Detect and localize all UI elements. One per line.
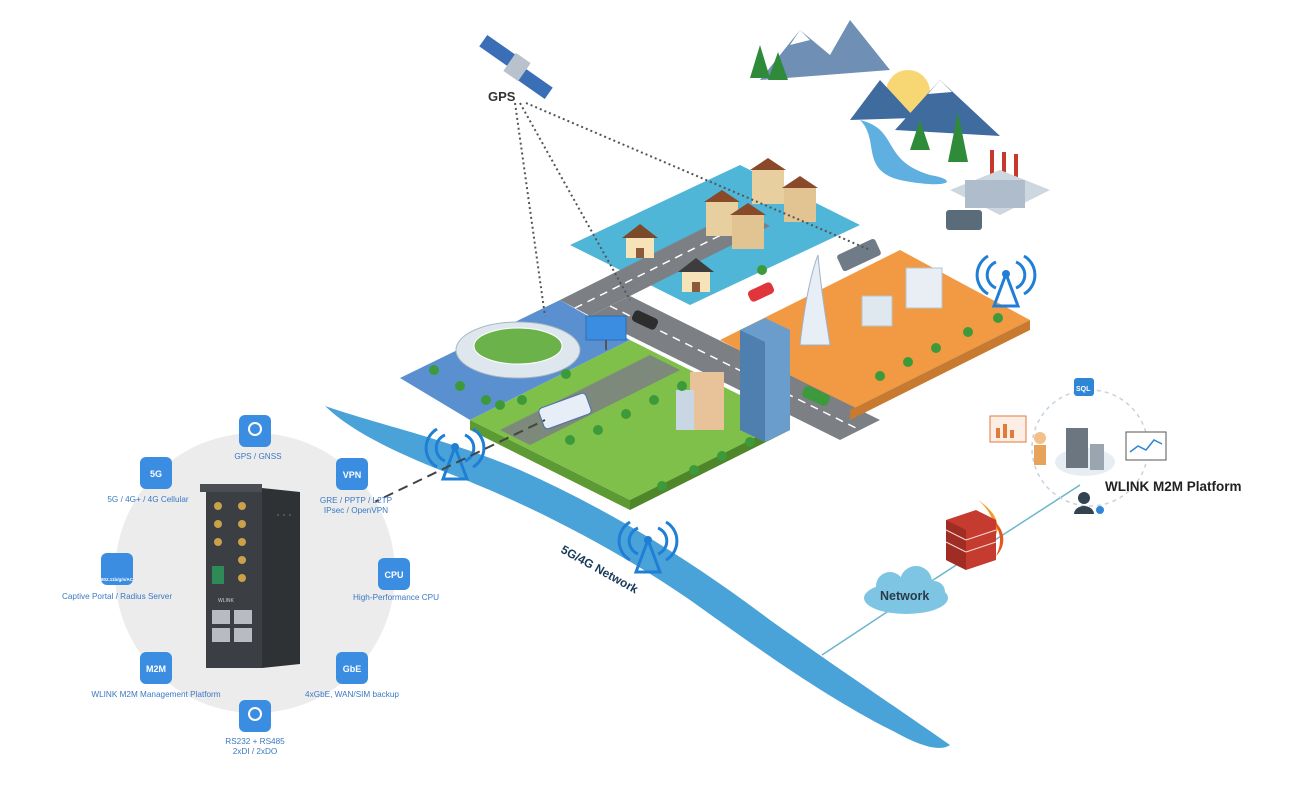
feature-badge: 5G bbox=[150, 469, 162, 479]
network-cloud: Network bbox=[864, 566, 948, 614]
cell-tower-left bbox=[424, 427, 486, 481]
router-link bbox=[311, 419, 546, 533]
gps-satellite: GPS bbox=[479, 34, 553, 104]
wifi-icon bbox=[101, 553, 133, 585]
feature-4: CPU High-Performance CPU bbox=[353, 558, 439, 602]
cell-tower-right bbox=[975, 254, 1037, 308]
stadium bbox=[455, 321, 581, 379]
feature-5: M2M WLINK M2M Management Platform bbox=[91, 652, 221, 699]
zone-business bbox=[720, 250, 1030, 410]
gps-label: GPS bbox=[488, 89, 516, 104]
feature-1: 5G 5G / 4G+ / 4G Cellular bbox=[107, 457, 189, 504]
feature-label: 5G / 4G+ / 4G Cellular bbox=[107, 495, 189, 504]
feature-glyph bbox=[248, 707, 262, 721]
feature-label: WLINK M2M Management Platform bbox=[91, 690, 220, 699]
m2m-platform: SQL WLINK M2M Platform bbox=[989, 378, 1242, 514]
feature-label: Captive Portal / Radius Server bbox=[62, 592, 172, 601]
router-device: WLINK bbox=[200, 484, 300, 668]
feature-badge: CPU bbox=[384, 570, 403, 580]
feature-label: 2xDI / 2xDO bbox=[233, 747, 278, 756]
skyscrapers bbox=[676, 254, 943, 442]
platform-label: WLINK M2M Platform bbox=[1105, 479, 1242, 494]
feature-glyph bbox=[248, 422, 262, 436]
cellular-5g-icon bbox=[140, 457, 172, 489]
trees bbox=[429, 265, 1003, 491]
feature-label: High-Performance CPU bbox=[353, 593, 439, 602]
router-brand: WLINK bbox=[218, 598, 235, 604]
vpn-key-icon bbox=[336, 458, 368, 490]
gps-links bbox=[514, 102, 871, 317]
serial-port-icon bbox=[239, 700, 271, 732]
feature-label: GPS / GNSS bbox=[234, 452, 282, 461]
network-cloud-label: Network bbox=[880, 589, 929, 603]
feature-label: IPsec / OpenVPN bbox=[324, 506, 388, 515]
feature-6: GbE 4xGbE, WAN/SIM backup bbox=[305, 652, 399, 699]
ethernet-port-icon bbox=[336, 652, 368, 684]
cloud-upload-icon bbox=[140, 652, 172, 684]
feature-3: 802.11b/g/n/AC Captive Portal / Radius Se… bbox=[62, 553, 172, 601]
feature-label: RS232 + RS485 bbox=[225, 737, 285, 746]
feature-badge: VPN bbox=[343, 470, 362, 480]
scenery bbox=[750, 20, 1050, 230]
location-pin-icon bbox=[239, 415, 271, 447]
network-band bbox=[325, 406, 950, 748]
feature-badge: M2M bbox=[146, 664, 166, 674]
cpu-icon bbox=[378, 558, 410, 590]
feature-0: GPS / GNSS bbox=[234, 415, 282, 461]
sql-label: SQL bbox=[1076, 386, 1091, 393]
feature-icons: GPS / GNSS 5G 5G / 4G+ / 4G Cellular VPN GRE… bbox=[62, 415, 439, 756]
feature-label: 4xGbE, WAN/SIM backup bbox=[305, 690, 399, 699]
feature-badge: 802.11b/g/n/AC bbox=[101, 577, 134, 582]
network-link-lower bbox=[821, 609, 891, 656]
vehicles bbox=[538, 238, 881, 430]
network-link-upper bbox=[929, 484, 1081, 583]
firewall bbox=[945, 500, 1004, 570]
residential-houses bbox=[622, 158, 818, 292]
cell-tower-center bbox=[617, 520, 679, 574]
feature-label: GRE / PPTP / L2TP bbox=[320, 496, 393, 505]
feature-badge: GbE bbox=[343, 664, 362, 674]
